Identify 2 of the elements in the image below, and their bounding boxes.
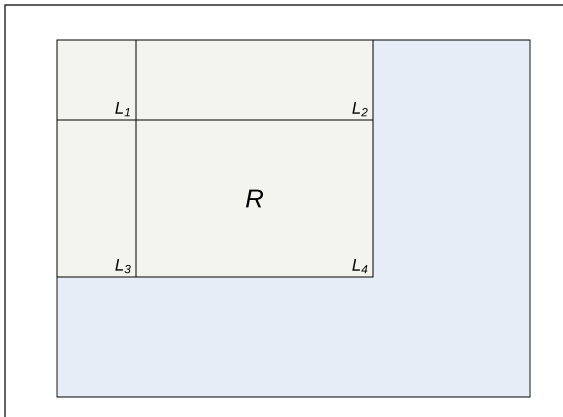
cell: L$_{1}$ xyxy=(56,40,136,120)
cell: L$_{3}$ xyxy=(56,120,136,278)
